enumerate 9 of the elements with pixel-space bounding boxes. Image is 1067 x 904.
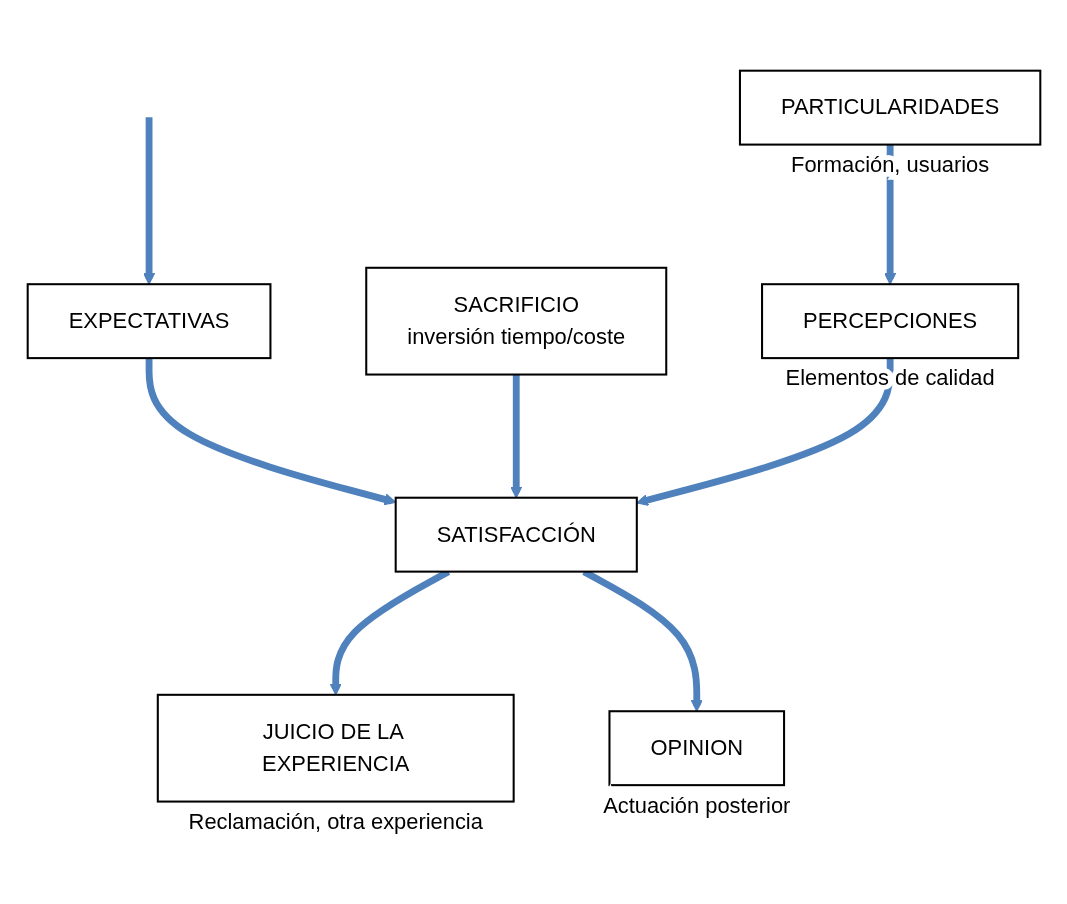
- node-caption: Reclamación, otra experiencia: [188, 809, 483, 835]
- process-box: SATISFACCIÓN: [394, 496, 638, 573]
- node-caption: Actuación posterior: [602, 792, 790, 818]
- process-box: SACRIFICIO inversión tiempo/coste: [364, 266, 667, 376]
- process-box: JUICIO DE LA EXPERIENCIA: [156, 693, 515, 803]
- process-box: EXPECTATIVAS: [26, 283, 271, 360]
- process-box: PARTICULARIDADES: [738, 69, 1041, 146]
- process-box: PERCEPCIONES: [760, 283, 1019, 360]
- process-box: OPINION: [607, 710, 785, 787]
